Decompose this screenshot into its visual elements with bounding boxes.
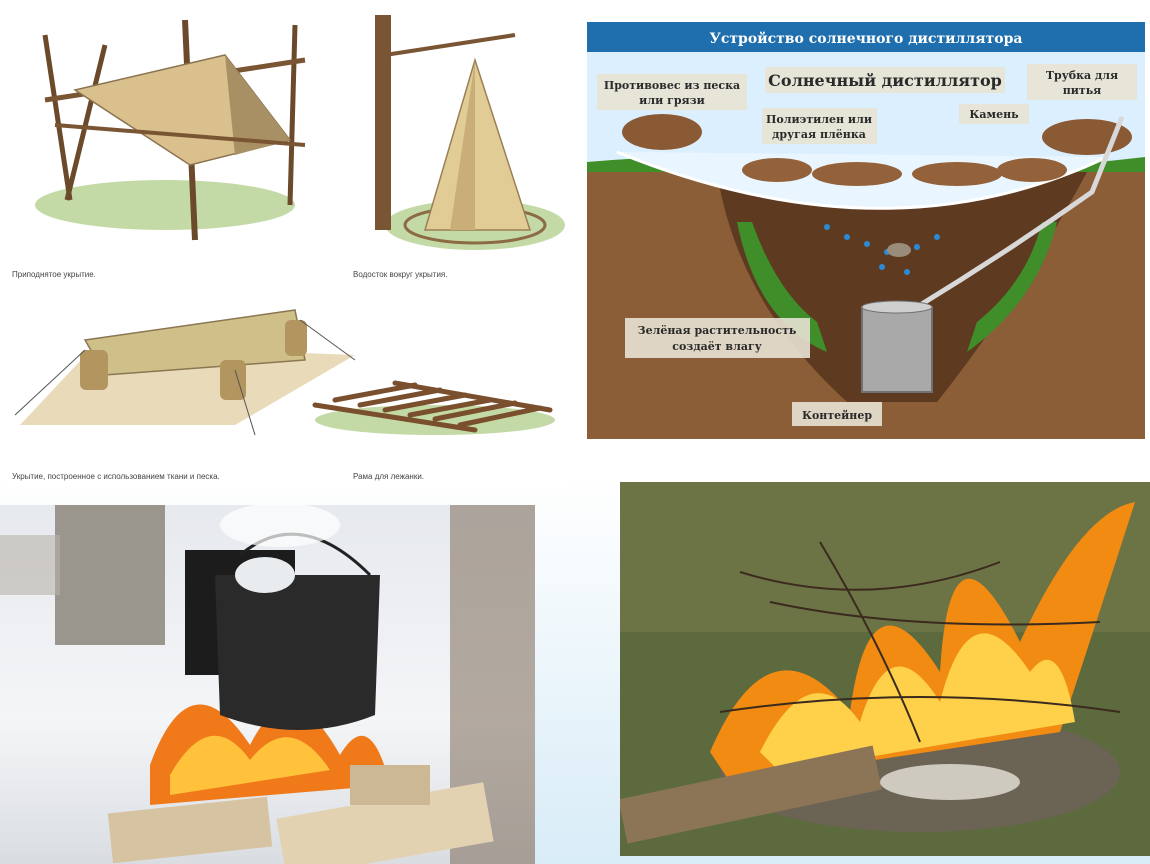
caption-cloth-sand-shelter: Укрытие, построенное с использованием тк… bbox=[12, 472, 220, 481]
caption-drainage-ditch: Водосток вокруг укрытия. bbox=[353, 270, 448, 279]
raised-shelter-drawing bbox=[35, 19, 306, 241]
teepee-shelter-drawing bbox=[375, 15, 565, 250]
shelters-drawing bbox=[14, 15, 565, 436]
diagram-title: Солнечный дистиллятор bbox=[768, 71, 1002, 90]
cloth-sand-shelter-drawing bbox=[14, 309, 356, 436]
label-stone: Камень bbox=[969, 108, 1019, 121]
caption-raised-shelter: Приподнятое укрытие. bbox=[12, 270, 96, 279]
bonfire-photo bbox=[620, 482, 1150, 856]
solar-still-drawing: Устройство солнечного дистиллятора Солне… bbox=[587, 22, 1145, 439]
pot-campfire-photo bbox=[0, 505, 535, 864]
bed-frame-drawing bbox=[312, 380, 555, 435]
label-green-2: создаёт влагу bbox=[672, 340, 761, 353]
caption-bed-frame: Рама для лежанки. bbox=[353, 472, 425, 481]
pot-campfire-drawing bbox=[0, 505, 535, 864]
label-film-2: другая плёнка bbox=[772, 128, 866, 141]
label-counterweight-2: или грязи bbox=[639, 94, 705, 107]
label-green-1: Зелёная растительность bbox=[638, 324, 797, 337]
label-film-1: Полиэтилен или bbox=[766, 113, 872, 126]
solar-still-diagram: Устройство солнечного дистиллятора Солне… bbox=[587, 22, 1145, 439]
label-tube-1: Трубка для bbox=[1046, 69, 1118, 82]
shelters-illustration: Приподнятое укрытие. Водосток вокруг укр… bbox=[5, 5, 570, 485]
label-tube-2: питья bbox=[1063, 84, 1102, 97]
label-counterweight-1: Противовес из песка bbox=[604, 79, 740, 92]
banner-title: Устройство солнечного дистиллятора bbox=[710, 30, 1023, 47]
label-container: Контейнер bbox=[802, 409, 872, 422]
bonfire-drawing bbox=[620, 482, 1150, 856]
